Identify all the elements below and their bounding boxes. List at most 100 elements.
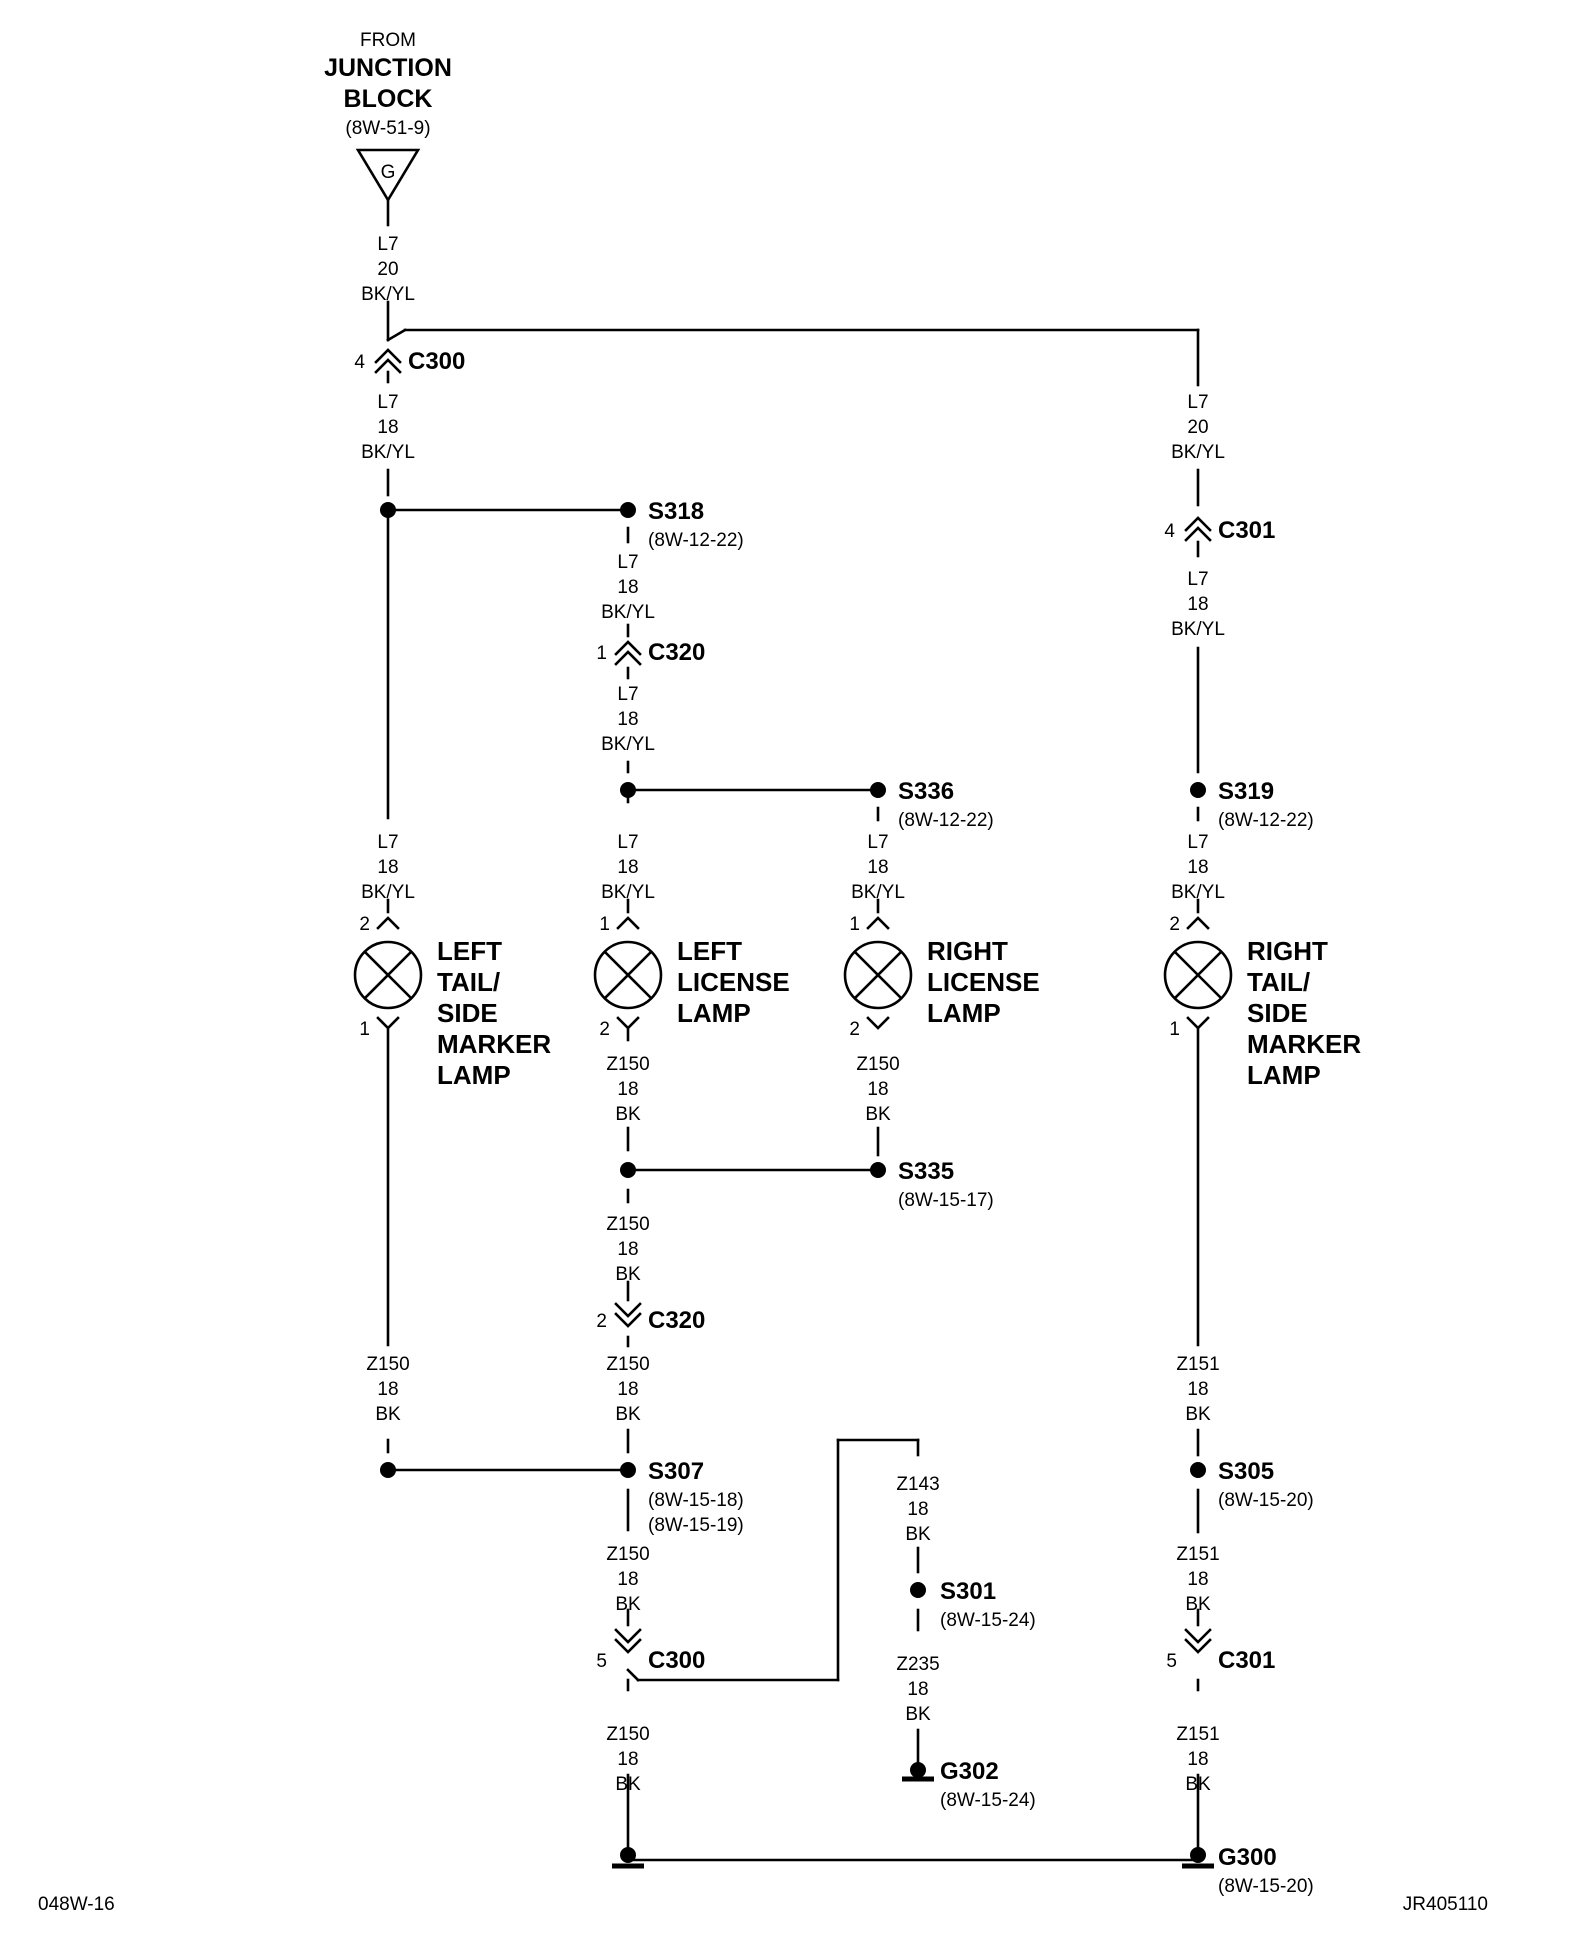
connector-pin: 4 <box>1164 521 1175 542</box>
wire-label-w17: Z150 18 BK <box>606 1724 649 1795</box>
lamp-right-tail: 2 1 RIGHT TAIL/ SIDE MARKER LAMP <box>1163 914 1361 1090</box>
wire-color: BK/YL <box>361 882 415 903</box>
source-name-line2: BLOCK <box>344 85 433 113</box>
wire-color: BK <box>905 1524 931 1545</box>
lamp-label-line: MARKER <box>437 1029 551 1059</box>
wire-label-w7: L7 18 BK/YL <box>361 832 415 903</box>
lamp-label-line: MARKER <box>1247 1029 1361 1059</box>
wire-color: BK/YL <box>851 882 905 903</box>
wire-color: BK <box>1185 1774 1211 1795</box>
lamp-label-line: LAMP <box>437 1060 511 1090</box>
lamp-right-license: 1 2 RIGHT LICENSE LAMP <box>843 914 1040 1040</box>
source-name-line1: JUNCTION <box>324 54 452 82</box>
wire-color: BK/YL <box>1171 882 1225 903</box>
wire-gauge: 18 <box>377 1379 398 1400</box>
splice-dot <box>620 1162 636 1178</box>
wire-label-w20: Z151 18 BK <box>1176 1354 1219 1425</box>
wire-code: L7 <box>1187 392 1208 413</box>
wire-label-w11: Z150 18 BK <box>606 1054 649 1125</box>
grounds: G302 (8W-15-24) G300 (8W-15-20) <box>612 1758 1314 1897</box>
connector-chevron-icon <box>374 348 402 374</box>
connector-pin: 4 <box>354 352 365 373</box>
splice-dot-s305 <box>1190 1462 1206 1478</box>
splice-ref-s305: (8W-15-20) <box>1218 1490 1314 1511</box>
pin-terminal-icon <box>616 1016 640 1030</box>
wire-gauge: 18 <box>867 1079 888 1100</box>
connector-chevron-icon <box>614 1302 642 1328</box>
wire-label-w13: Z150 18 BK <box>606 1214 649 1285</box>
wire-gauge: 18 <box>617 1079 638 1100</box>
connector-id: C300 <box>408 348 465 375</box>
wire-color: BK <box>615 1404 641 1425</box>
lamp-bulb-icon <box>593 940 663 1010</box>
ground-dot <box>910 1762 926 1778</box>
wire-label-w18: Z143 18 BK <box>896 1474 939 1545</box>
wire-labels: L7 20 BK/YL L7 18 BK/YL L7 20 BK/YL L7 1… <box>361 234 1225 1795</box>
wire-color: BK <box>865 1104 891 1125</box>
ground-ref-g300: (8W-15-20) <box>1218 1876 1314 1897</box>
wire-code: L7 <box>377 392 398 413</box>
ground-g300: G300 (8W-15-20) <box>612 1844 1314 1897</box>
connector-pin: 1 <box>596 643 607 664</box>
ground-ref-g302: (8W-15-24) <box>940 1790 1036 1811</box>
wire-gauge: 18 <box>617 857 638 878</box>
pin-terminal-icon <box>616 916 640 930</box>
ground-g302: G302 (8W-15-24) <box>902 1758 1036 1811</box>
lamp-label-line: RIGHT <box>927 936 1008 966</box>
splice-ref-s319: (8W-12-22) <box>1218 810 1314 831</box>
wire-gauge: 18 <box>617 709 638 730</box>
lamp-label-line: LICENSE <box>677 967 790 997</box>
wire-lines <box>386 198 1200 1862</box>
connector-chevron-icon <box>614 1628 642 1654</box>
wire-color: BK/YL <box>601 882 655 903</box>
wire-color: BK/YL <box>361 284 415 305</box>
wire-gauge: 18 <box>617 1379 638 1400</box>
lamp-left-tail: 2 1 LEFT TAIL/ SIDE MARKER LAMP <box>353 914 551 1090</box>
lamp-cross-icon <box>603 950 653 1000</box>
wire-gauge: 18 <box>867 857 888 878</box>
wire-gauge: 18 <box>1187 857 1208 878</box>
wire-label-w6: L7 18 BK/YL <box>601 684 655 755</box>
connector-pin: 5 <box>596 1651 607 1672</box>
connector-c320-top: 1 C320 <box>596 639 705 666</box>
lamp-label-line: LAMP <box>927 998 1001 1028</box>
lamps: 2 1 LEFT TAIL/ SIDE MARKER LAMP 1 2 LEFT… <box>353 914 1361 1090</box>
wire-label-w10: L7 18 BK/YL <box>1171 832 1225 903</box>
wire-gauge: 20 <box>1187 417 1208 438</box>
wire-label-w16: Z150 18 BK <box>606 1544 649 1615</box>
wire-code: Z150 <box>856 1054 899 1075</box>
wire-label-w21: Z151 18 BK <box>1176 1544 1219 1615</box>
wire-gauge: 18 <box>1187 1749 1208 1770</box>
wire-label-w8: L7 18 BK/YL <box>601 832 655 903</box>
lamp-pin-top: 1 <box>599 914 610 935</box>
wire-color: BK <box>1185 1404 1211 1425</box>
connector-c300-top: 4 C300 <box>354 348 465 375</box>
connector-pin: 2 <box>596 1311 607 1332</box>
connector-c301-bottom: 5 C301 <box>1166 1628 1275 1674</box>
lamp-label-line: LAMP <box>1247 1060 1321 1090</box>
splice-id-s319: S319 <box>1218 778 1274 805</box>
lamp-label-line: SIDE <box>1247 998 1308 1028</box>
wire-color: BK/YL <box>1171 619 1225 640</box>
wire-gauge: 18 <box>617 1239 638 1260</box>
connector-pin: 5 <box>1166 1651 1177 1672</box>
connector-chevron-icon <box>1184 1628 1212 1654</box>
splice-id-s305: S305 <box>1218 1458 1274 1485</box>
lamp-left-license: 1 2 LEFT LICENSE LAMP <box>593 914 790 1040</box>
pin-terminal-icon <box>376 1016 400 1030</box>
lamp-label-line: SIDE <box>437 998 498 1028</box>
wire-label-w22: Z151 18 BK <box>1176 1724 1219 1795</box>
lamp-bulb-icon <box>353 940 423 1010</box>
wire-segment <box>386 328 407 342</box>
wire-code: Z150 <box>606 1054 649 1075</box>
wire-label-w15: Z150 18 BK <box>606 1354 649 1425</box>
splice-dot <box>620 782 636 798</box>
connector-id: C320 <box>648 639 705 666</box>
wire-gauge: 18 <box>377 857 398 878</box>
wire-label-w9: L7 18 BK/YL <box>851 832 905 903</box>
wire-label-w5: L7 18 BK/YL <box>1171 569 1225 640</box>
wire-code: Z151 <box>1176 1544 1219 1565</box>
wire-code: Z150 <box>366 1354 409 1375</box>
splice-ref-s301: (8W-15-24) <box>940 1610 1036 1631</box>
